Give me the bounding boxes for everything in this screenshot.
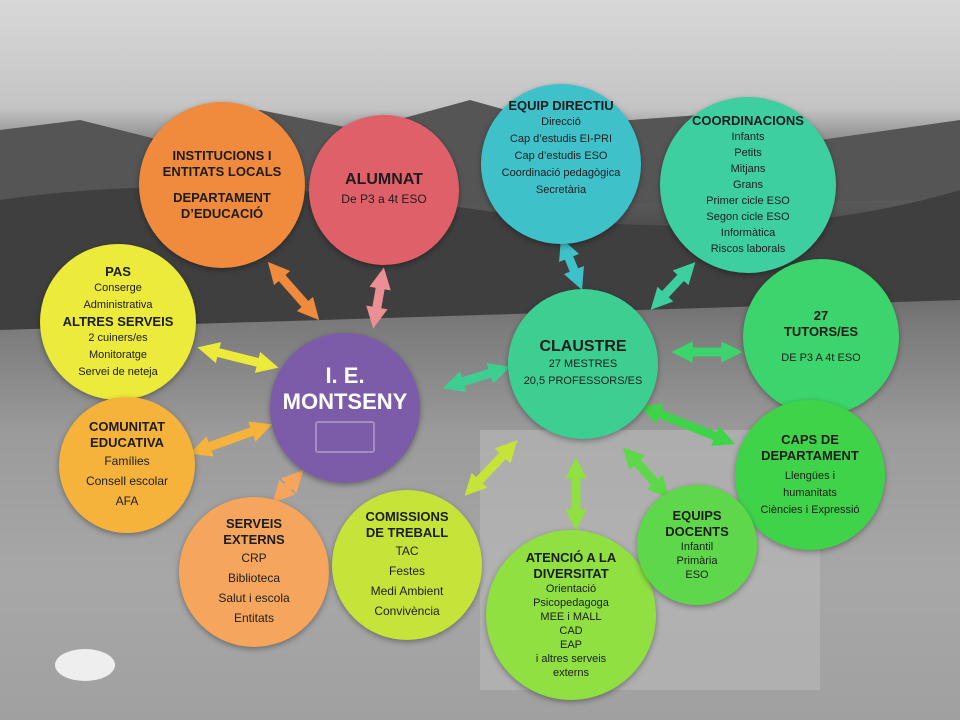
node-item: 20,5 PROFESSORS/ES xyxy=(523,375,643,387)
node-item: AFA xyxy=(115,494,139,508)
node-title: ATENCIÓ A LA xyxy=(525,550,617,565)
node-title: INSTITUCIONS I xyxy=(172,148,272,163)
node-title: ENTITATS LOCALS xyxy=(162,164,282,179)
node-title: DOCENTS xyxy=(665,524,729,539)
arrow-claustre xyxy=(442,362,511,393)
node-item: EAP xyxy=(559,639,582,651)
node-item: MEE i MALL xyxy=(540,611,602,623)
node-item: TAC xyxy=(395,544,419,558)
school-logo xyxy=(315,421,375,453)
node-item: Grans xyxy=(733,179,763,191)
node-item: Secretària xyxy=(535,184,587,196)
node-title: COMUNITAT xyxy=(88,419,166,434)
node-item: CAD xyxy=(559,625,583,637)
node-item: Segon cicle ESO xyxy=(706,211,790,223)
node-item: Cap d’estudis EI-PRI xyxy=(509,133,613,145)
node-centre-montseny: I. E. MONTSENY xyxy=(270,333,420,483)
node-item: Psicopedagoga xyxy=(533,597,609,609)
node-title: CAPS DE xyxy=(781,431,839,447)
arrow-comunitat xyxy=(189,421,273,457)
node-coordinacions: COORDINACIONS Infants Petits Mitjans Gra… xyxy=(660,97,836,273)
node-item: Llengües i xyxy=(784,469,836,482)
node-item: Direcció xyxy=(541,116,581,128)
node-title: D’EDUCACIÓ xyxy=(180,206,264,221)
arrow-coordinacions xyxy=(650,262,696,310)
node-item: Petits xyxy=(734,147,762,159)
arrow-institucions xyxy=(267,261,320,321)
node-item: Medi Ambient xyxy=(370,584,444,598)
node-item: Primària xyxy=(676,555,718,567)
node-equips-docents: EQUIPS DOCENTS Infantil Primària ESO xyxy=(637,485,757,605)
node-title: CLAUSTRE xyxy=(539,338,627,355)
node-serveis-externs: SERVEIS EXTERNS CRP Biblioteca Salut i e… xyxy=(179,497,329,647)
node-item: Orientació xyxy=(545,583,597,595)
arrow-equip-directiu xyxy=(559,237,584,291)
node-title: DEPARTAMENT xyxy=(173,190,271,205)
node-title: SERVEIS xyxy=(225,516,283,531)
node-item: Famílies xyxy=(104,454,150,468)
arrow-comissions xyxy=(464,440,518,496)
node-tutors: 27 TUTORS/ES DE P3 A 4t ESO xyxy=(743,259,899,415)
node-item: Servei de neteja xyxy=(78,365,158,378)
node-title: EXTERNS xyxy=(223,532,285,547)
node-item: Cap d’estudis ESO xyxy=(514,150,608,162)
node-item: Entitats xyxy=(233,611,275,625)
node-item: externs xyxy=(552,667,590,679)
node-item: Administrativa xyxy=(83,298,153,311)
node-institucions: INSTITUCIONS I ENTITATS LOCALS DEPARTAME… xyxy=(139,102,305,268)
node-item: Consell escolar xyxy=(85,474,169,488)
arrow-alumnat xyxy=(366,267,391,329)
node-caps-departament: CAPS DE DEPARTAMENT Llengües i humanitat… xyxy=(735,400,885,550)
node-item: Coordinació pedagògica xyxy=(501,167,621,179)
node-title: ALUMNAT xyxy=(345,171,423,188)
arrow-pas xyxy=(197,342,279,373)
node-item: humanitats xyxy=(783,486,837,499)
node-item: Infants xyxy=(731,131,765,143)
node-item: i altres serveis xyxy=(535,653,607,665)
node-item: Salut i escola xyxy=(218,591,290,605)
node-pas: PAS Conserge Administrativa ALTRES SERVE… xyxy=(40,244,196,400)
node-comunitat: COMUNITAT EDUCATIVA Famílies Consell esc… xyxy=(59,397,195,533)
node-title: DEPARTAMENT xyxy=(761,447,859,463)
node-title: EQUIP DIRECTIU xyxy=(508,98,614,113)
node-item: CRP xyxy=(241,551,267,565)
node-claustre: CLAUSTRE 27 MESTRES 20,5 PROFESSORS/ES xyxy=(508,289,658,439)
centre-title: MONTSENY xyxy=(282,389,408,414)
node-title: PAS xyxy=(105,263,131,279)
node-title: EQUIPS xyxy=(672,508,722,523)
node-item: Monitoratge xyxy=(88,348,148,361)
node-item: Convivència xyxy=(374,604,440,618)
node-item: Informàtica xyxy=(720,227,776,239)
node-item: Ciències i Expressió xyxy=(760,503,860,516)
arrow-serveis xyxy=(272,470,304,503)
node-equip-directiu: EQUIP DIRECTIU Direcció Cap d’estudis EI… xyxy=(481,84,641,244)
node-item: Riscos laborals xyxy=(710,243,786,255)
centre-title: I. E. xyxy=(325,363,365,388)
node-alumnat: ALUMNAT De P3 a 4t ESO xyxy=(309,115,459,265)
node-item: DE P3 A 4t ESO xyxy=(781,351,861,364)
node-title: TUTORS/ES xyxy=(783,323,859,339)
arrow-equips xyxy=(622,447,670,498)
node-item: Conserge xyxy=(94,281,142,294)
node-comissions: COMISSIONS DE TREBALL TAC Festes Medi Am… xyxy=(332,490,482,640)
node-title: EDUCATIVA xyxy=(90,435,164,450)
node-title: ALTRES SERVEIS xyxy=(62,313,174,329)
node-item: 2 cuiners/es xyxy=(88,331,148,344)
node-title: DE TREBALL xyxy=(365,525,449,540)
node-title: COORDINACIONS xyxy=(692,113,804,128)
node-item: Primer cicle ESO xyxy=(706,195,790,207)
node-item: 27 MESTRES xyxy=(548,358,618,370)
arrow-caps xyxy=(639,403,736,447)
node-title: 27 xyxy=(813,307,829,323)
node-item: Infantil xyxy=(680,541,714,553)
node-title: DIVERSITAT xyxy=(533,566,609,581)
node-item: Biblioteca xyxy=(227,571,281,585)
node-item: Mitjans xyxy=(730,163,766,175)
node-title: COMISSIONS xyxy=(365,509,449,524)
node-item: De P3 a 4t ESO xyxy=(341,192,427,206)
node-atencio-diversitat: ATENCIÓ A LA DIVERSITAT Orientació Psico… xyxy=(486,530,656,700)
node-item: Festes xyxy=(388,564,425,578)
node-item: ESO xyxy=(685,569,709,581)
